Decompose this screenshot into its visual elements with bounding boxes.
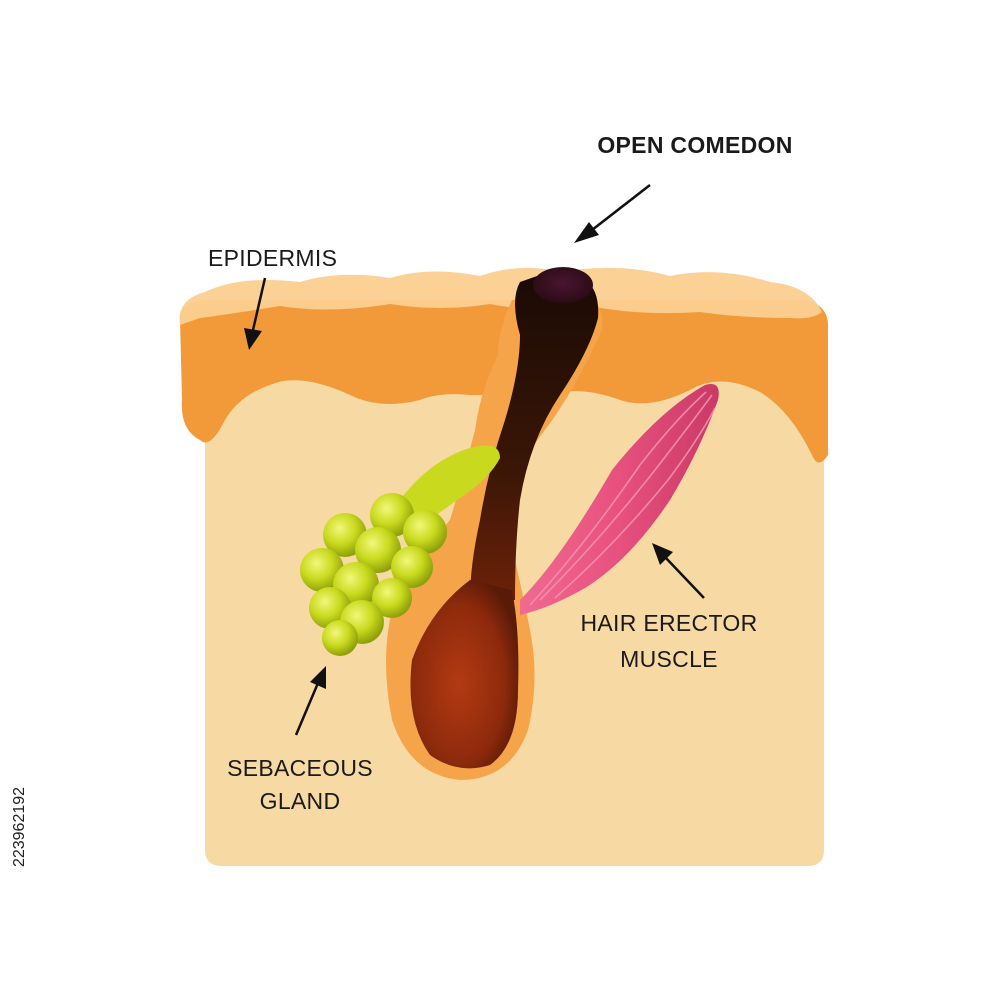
stock-id-text: 223962192 [11,786,28,868]
arrow-epidermis [244,277,267,350]
comedon-plug [533,267,593,303]
arrow-hair-erector-muscle [652,543,705,599]
gland-lobule [370,493,414,537]
gland-lobule [391,546,433,588]
hair-bulb [410,580,519,769]
hair-erector-muscle [520,384,719,615]
label-hair-erector-line2: MUSCLE [620,646,718,672]
label-open-comedon: OPEN COMEDON [597,132,793,158]
stock-id-vertical: 223962192 [8,767,32,887]
arrow-open-comedon [574,184,651,243]
gland-lobule [355,527,401,573]
hair-shaft [470,273,599,600]
skin-surface [179,267,823,325]
label-sebaceous-gland-line1: SEBACEOUS [227,755,373,781]
gland-lobule [403,510,447,554]
label-epidermis: EPIDERMIS [208,245,338,271]
gland-lobule [372,578,412,618]
gland-lobule [322,620,358,656]
gland-lobule [300,548,344,592]
label-sebaceous-gland-line2: GLAND [259,788,341,814]
sebaceous-gland [300,493,447,656]
arrow-sebaceous-gland [294,666,326,736]
label-hair-erector-line1: HAIR ERECTOR [580,610,758,636]
muscle-fibers [529,391,716,606]
